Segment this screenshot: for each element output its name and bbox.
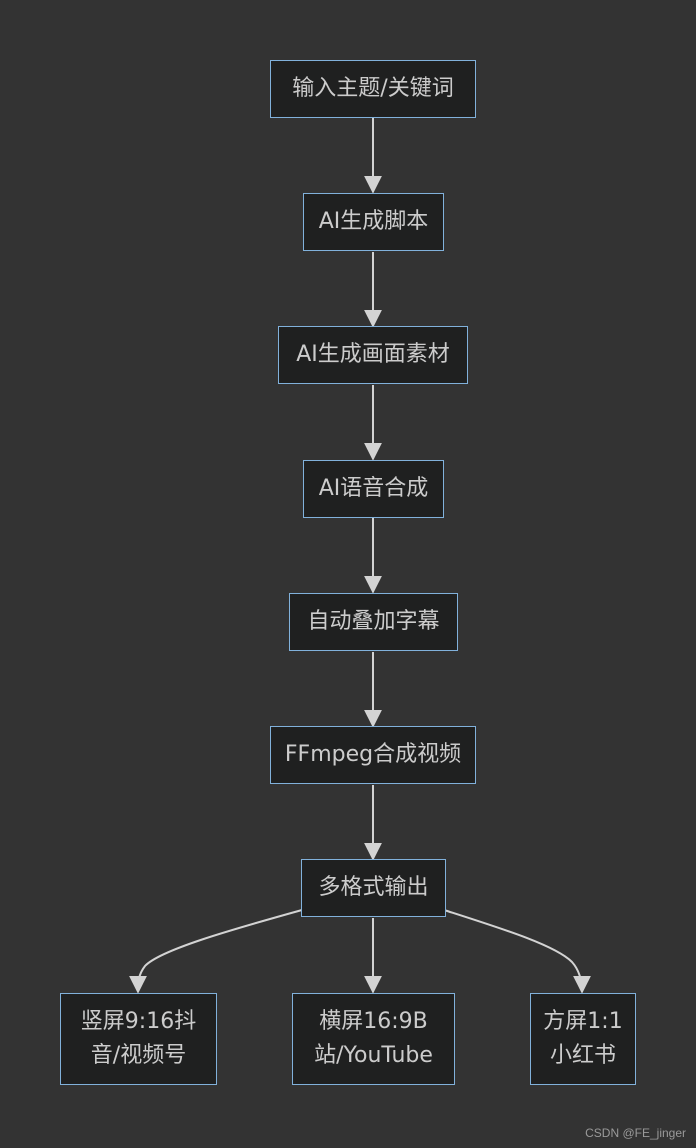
node-subtitle: 自动叠加字幕: [289, 593, 458, 651]
node-ffmpeg-label: FFmpeg合成视频: [284, 742, 462, 767]
node-ai-visual-label: AI生成画面素材: [296, 342, 450, 367]
node-input-topic: 输入主题/关键词: [270, 60, 476, 118]
node-output-label: 多格式输出: [318, 875, 429, 900]
node-ai-script-label: AI生成脚本: [318, 209, 429, 234]
node-ffmpeg: FFmpeg合成视频: [270, 726, 476, 784]
node-input-topic-label: 输入主题/关键词: [292, 76, 454, 101]
node-subtitle-label: 自动叠加字幕: [307, 609, 440, 634]
edge-output-to-square: [443, 909, 591, 994]
node-vertical-format: 竖屏9:16抖 音/视频号: [60, 993, 217, 1085]
node-horizontal-format-line-2: 站/YouTube: [314, 1043, 433, 1068]
node-square-format: 方屏1:1 小红书: [530, 993, 636, 1085]
csdn-watermark: CSDN @FE_jinger: [585, 1126, 686, 1140]
node-square-format-line-2: 小红书: [549, 1043, 616, 1068]
edge-output-to-vertical: [129, 909, 303, 994]
node-vertical-format-line-2: 音/视频号: [90, 1043, 187, 1068]
node-horizontal-format: 横屏16:9B 站/YouTube: [292, 993, 455, 1085]
node-ai-tts-label: AI语音合成: [318, 476, 429, 501]
node-square-format-line-1: 方屏1:1: [543, 1009, 623, 1034]
node-horizontal-format-line-1: 横屏16:9B: [319, 1009, 428, 1034]
node-ai-tts: AI语音合成: [303, 460, 444, 518]
node-ai-visual: AI生成画面素材: [278, 326, 468, 384]
node-vertical-format-line-1: 竖屏9:16抖: [80, 1009, 197, 1034]
node-ai-script: AI生成脚本: [303, 193, 444, 251]
node-output: 多格式输出: [301, 859, 446, 917]
